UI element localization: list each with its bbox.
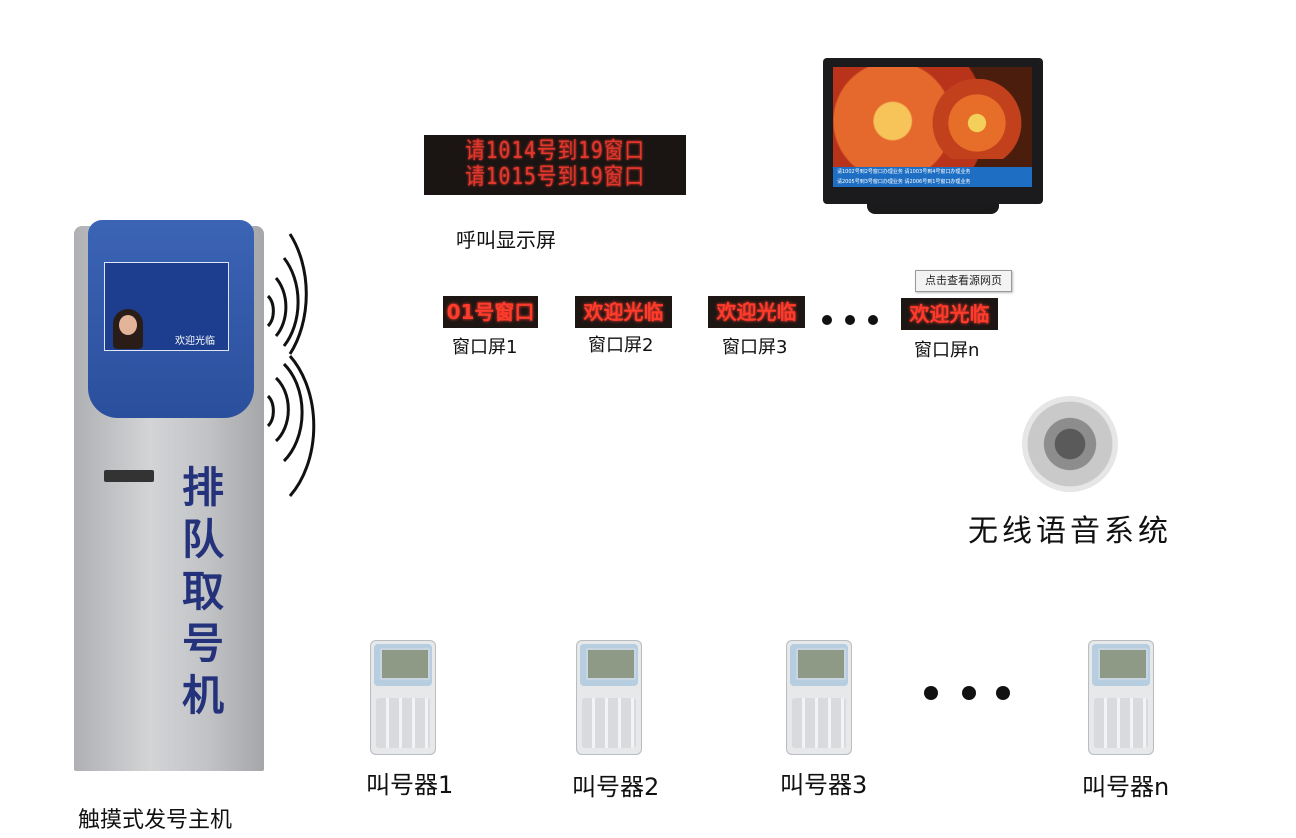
tv-stand (867, 204, 999, 214)
window-screen-n-label: 窗口屏n (914, 340, 980, 361)
caller-device-n (1088, 640, 1154, 755)
ellipsis-dot (868, 315, 878, 325)
tv-ticker-top: 请1002号到2号窗口办理业务 请1003号到4号窗口办理业务 (837, 169, 971, 175)
flower-image (932, 79, 1022, 159)
caller-label-1: 叫号器1 (366, 771, 454, 799)
ellipsis-dot (996, 686, 1010, 700)
caller-keypad (1094, 698, 1148, 748)
ellipsis-dot (822, 315, 832, 325)
kiosk-screen: 欢迎光临 (104, 262, 229, 351)
call-display-screen: 请1014号到19窗口 请1015号到19窗口 (424, 135, 686, 195)
ticket-slot (104, 470, 154, 482)
caller-keypad (792, 698, 846, 748)
window-screen-n: 欢迎光临 (901, 298, 998, 330)
caller-lcd (380, 648, 430, 680)
call-display-label: 呼叫显示屏 (456, 228, 556, 252)
window-screen-2: 欢迎光临 (575, 296, 672, 328)
caller-lcd (1098, 648, 1148, 680)
wireless-signal-icon (266, 233, 316, 497)
caller-device-3 (786, 640, 852, 755)
tv-ticker-bottom: 请2005号到3号窗口办理业务 请2006号到1号窗口办理业务 (837, 179, 971, 185)
window-screen-3: 欢迎光临 (708, 296, 805, 328)
caller-label-n: 叫号器n (1082, 773, 1170, 801)
kiosk-vertical-title: 排队取号机 (178, 462, 228, 722)
caller-label-3: 叫号器3 (780, 771, 868, 799)
window-screen-1-label: 窗口屏1 (452, 337, 518, 358)
window-screen-1: 01号窗口 (443, 296, 538, 328)
caller-lcd (586, 648, 636, 680)
tv-ticker: 请1002号到2号窗口办理业务 请1003号到4号窗口办理业务 请2005号到3… (833, 167, 1032, 187)
caller-lcd (796, 648, 846, 680)
view-source-tooltip[interactable]: 点击查看源网页 (915, 270, 1012, 292)
caller-device-1 (370, 640, 436, 755)
window-screen-3-label: 窗口屏3 (722, 337, 788, 358)
call-display-line-1: 请1014号到19窗口 (465, 138, 645, 164)
caller-keypad (582, 698, 636, 748)
call-display-line-2: 请1015号到19窗口 (465, 164, 645, 190)
window-screen-2-label: 窗口屏2 (588, 335, 654, 356)
kiosk-vertical-text: 排队取号机 (181, 463, 224, 720)
ellipsis-dot (924, 686, 938, 700)
speaker-icon (1022, 396, 1118, 492)
kiosk-label: 触摸式发号主机 (78, 808, 233, 833)
caller-device-2 (576, 640, 642, 755)
ellipsis-dot (845, 315, 855, 325)
ellipsis-dot (962, 686, 976, 700)
kiosk-face-image (119, 315, 137, 335)
tv-display: 请1002号到2号窗口办理业务 请1003号到4号窗口办理业务 请2005号到3… (823, 58, 1043, 214)
caller-label-2: 叫号器2 (572, 773, 660, 801)
tv-screen: 请1002号到2号窗口办理业务 请1003号到4号窗口办理业务 请2005号到3… (833, 67, 1032, 187)
speaker-label: 无线语音系统 (968, 514, 1172, 549)
caller-keypad (376, 698, 430, 748)
kiosk-screen-welcome: 欢迎光临 (175, 336, 215, 347)
